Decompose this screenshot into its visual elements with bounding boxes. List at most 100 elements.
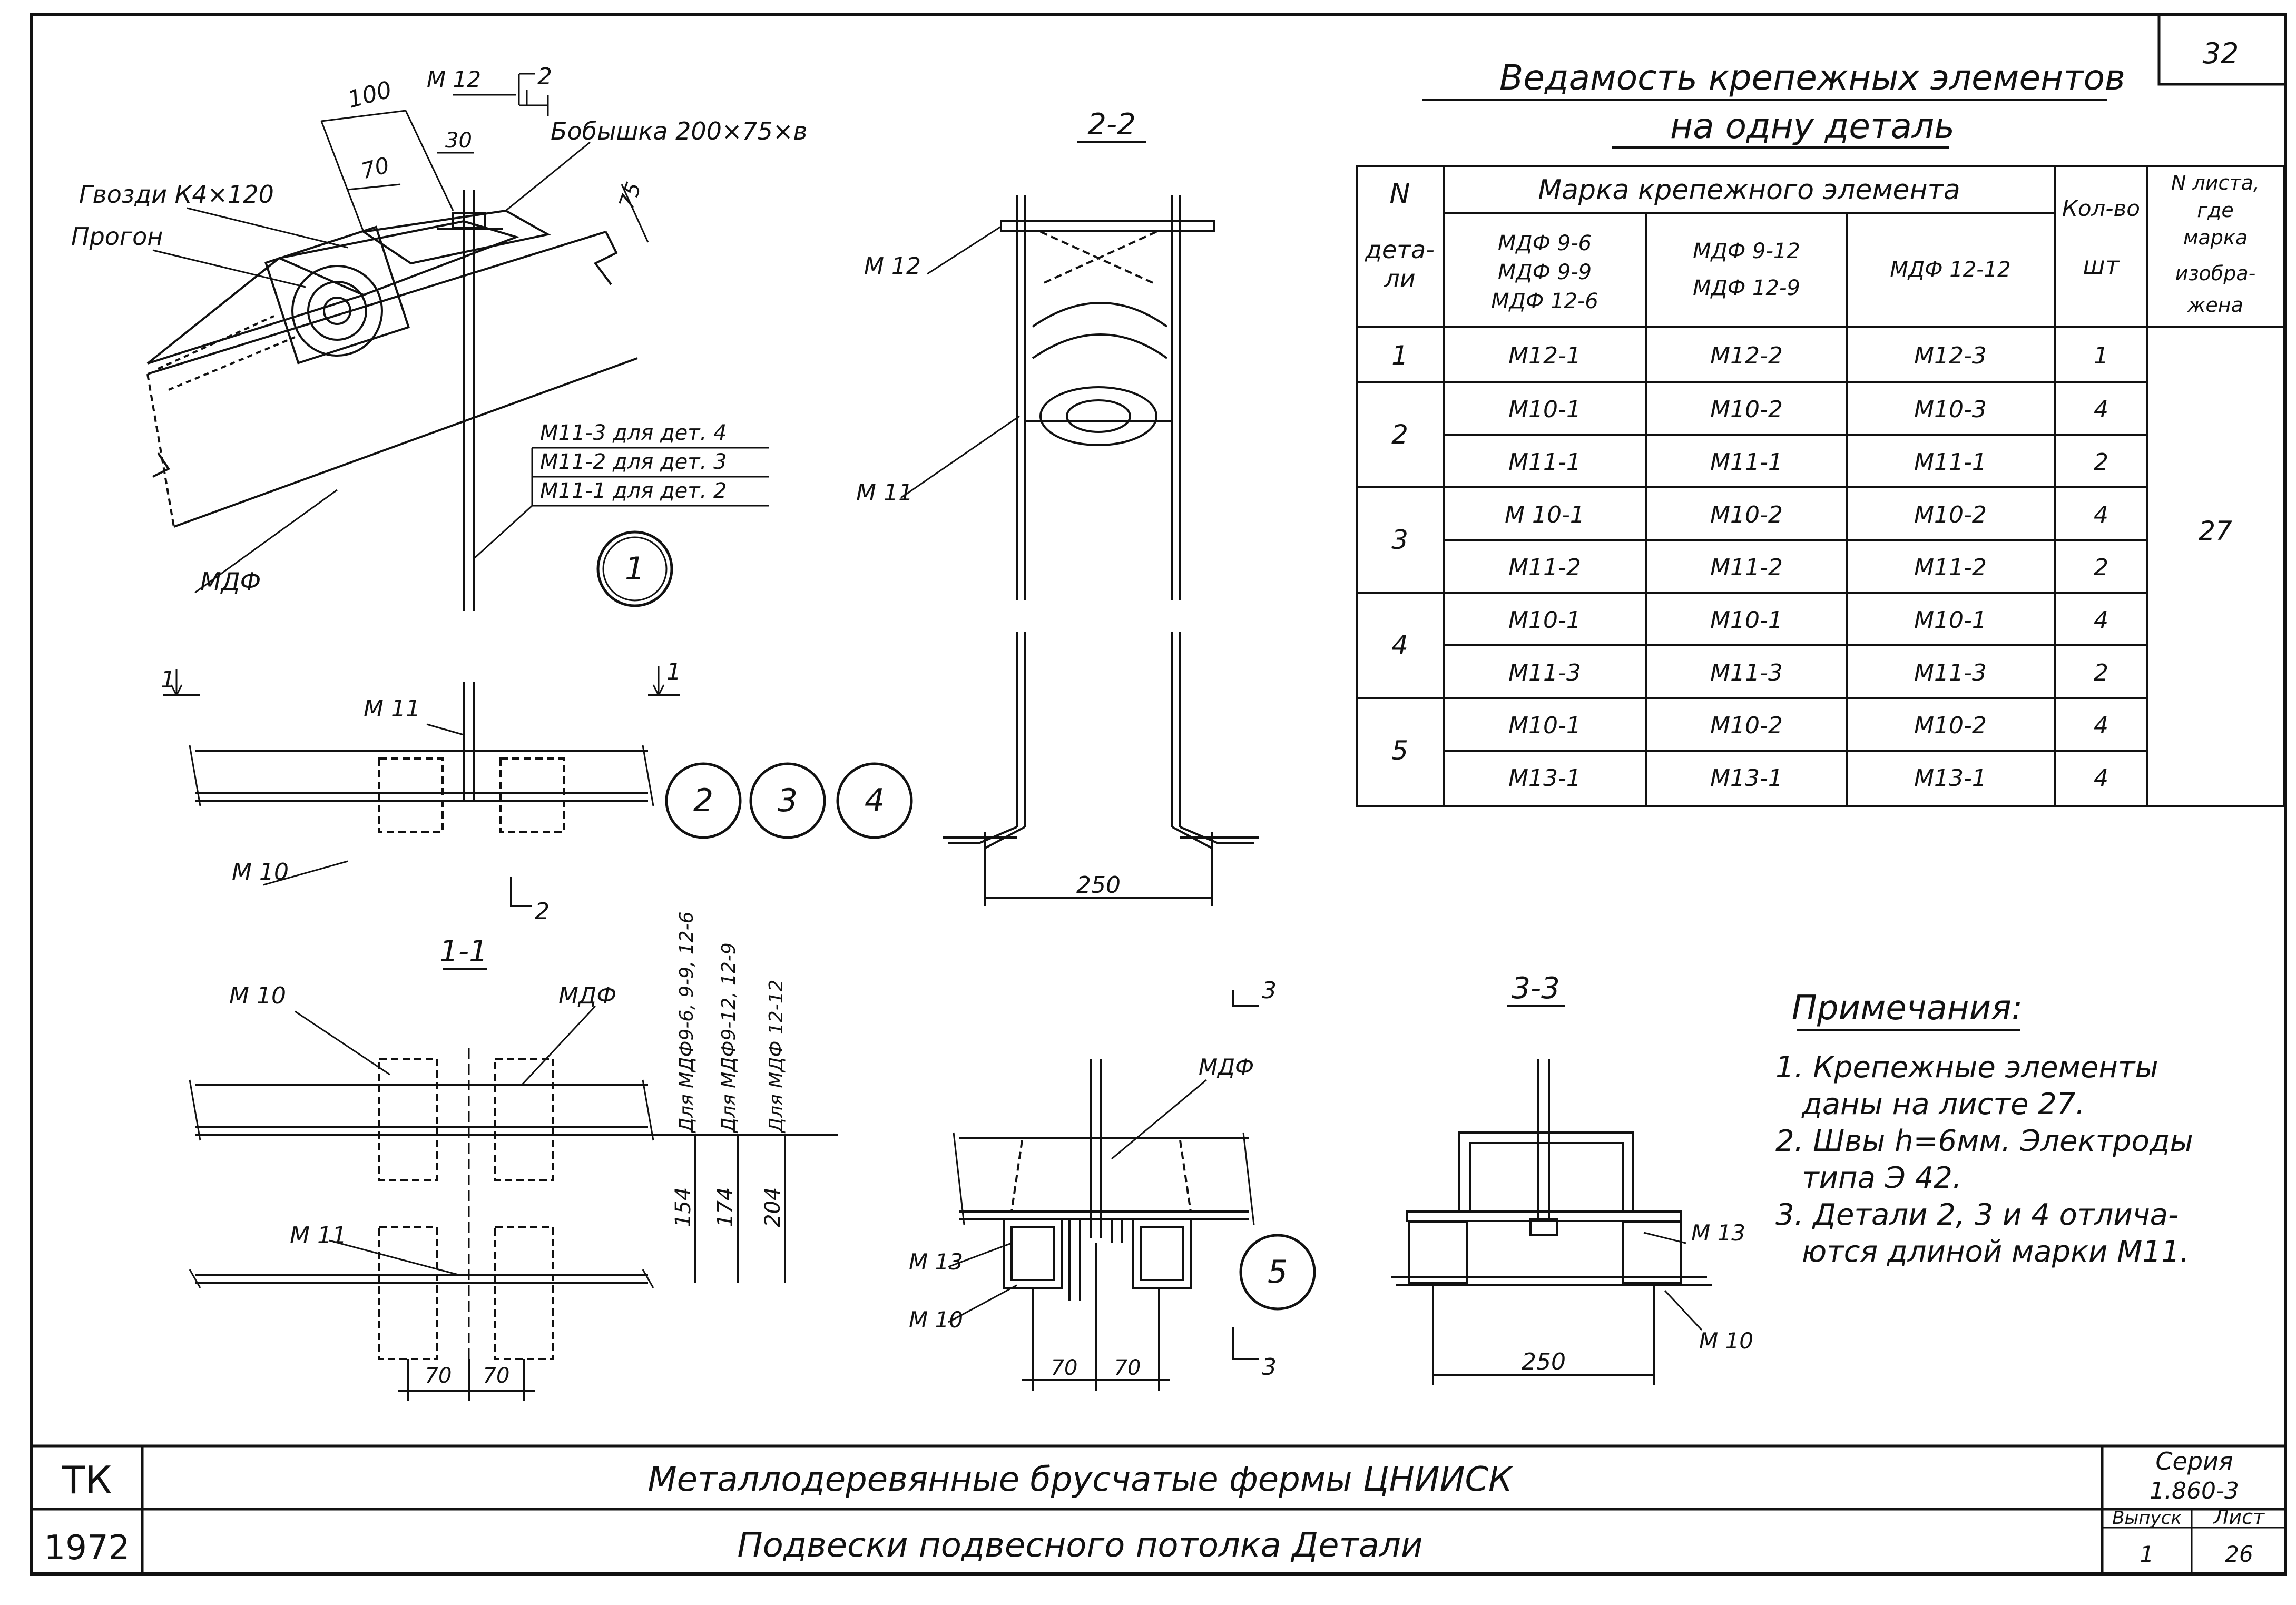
hdr-group2-1: МДФ 9-12 xyxy=(1693,239,1800,263)
detail-1-marker xyxy=(596,530,673,607)
cell-r3-c4: 2 xyxy=(2094,449,2108,476)
cell-r6-c2: М10-1 xyxy=(1710,607,1783,634)
cell-r9-c1: М13-1 xyxy=(1508,765,1581,792)
section-3-3: 3-3 М 13 М 10 250 xyxy=(1391,971,1753,1385)
hdr-group2-2: МДФ 12-9 xyxy=(1693,276,1800,300)
hdr-sheet-1: N листа, xyxy=(2171,171,2260,194)
cell-r6-c3: М10-1 xyxy=(1914,607,1987,634)
cell-r4-c4: 4 xyxy=(2094,501,2108,528)
tb-issue: 1 xyxy=(2140,1541,2154,1567)
v1-dim-100: 100 xyxy=(345,76,395,114)
cell-r1-c3: М12-3 xyxy=(1914,342,1987,369)
v1-m12: М 12 xyxy=(427,66,481,92)
hdr-sheet-5: жена xyxy=(2187,293,2243,317)
v1-dim-30: 30 xyxy=(445,129,472,153)
section-2-2: 2-2 М 12 xyxy=(856,107,1259,906)
note-line5: 3. Детали 2, 3 и 4 отлича- xyxy=(1775,1198,2179,1232)
schedule-title-line2: на одну деталь xyxy=(1670,106,1955,146)
hdr-sheet-3: марка xyxy=(2183,226,2248,249)
cell-r7-c3: М11-3 xyxy=(1914,659,1987,686)
cell-r9-c2: М13-1 xyxy=(1710,765,1783,792)
d5-cut-3-bottom: 3 xyxy=(1262,1354,1277,1381)
s11-mdf: МДФ xyxy=(558,982,616,1009)
s11-label-b: Для МДФ9-12, 12-9 xyxy=(718,942,740,1134)
s22-m11: М 11 xyxy=(856,479,913,506)
cell-r9-c3: М13-1 xyxy=(1914,765,1987,792)
cell-r8-c1: М10-1 xyxy=(1508,712,1581,739)
note-line1: 1. Крепежные элементы xyxy=(1775,1050,2158,1085)
cell-r7-c4: 2 xyxy=(2094,659,2108,686)
tb-code: ТК xyxy=(61,1458,112,1502)
cell-r3-c1: М11-1 xyxy=(1508,449,1581,476)
cell-r1-c2: М12-2 xyxy=(1710,342,1783,369)
s33-title: 3-3 xyxy=(1512,971,1559,1006)
view-1-elevation: 100 70 30 75 М 12 2 Бобышка 200×75×в Гво… xyxy=(71,63,808,611)
cell-r1-c4: 1 xyxy=(2094,342,2108,369)
hdr-n-3: ли xyxy=(1384,264,1415,293)
s33-dim-250: 250 xyxy=(1522,1348,1566,1375)
schedule-title-line1: Ведамость крепежных элементов xyxy=(1499,57,2125,98)
hdr-n-1: N xyxy=(1390,178,1410,210)
hdr-sheet-2: где xyxy=(2197,199,2234,222)
cell-r8-c2: М10-2 xyxy=(1710,712,1783,739)
title-block: ТК 1972 Металлодеревянные брусчатые ферм… xyxy=(32,1444,2285,1574)
hdr-mark: Марка крепежного элемента xyxy=(1538,174,1960,206)
tb-title2: Подвески подвесного потолка Детали xyxy=(738,1526,1423,1565)
v1-dim-70: 70 xyxy=(358,152,392,184)
cell-r2-c2: М10-2 xyxy=(1710,396,1783,423)
d5-mdf: МДФ xyxy=(1199,1054,1254,1080)
s33-m13: М 13 xyxy=(1691,1220,1745,1246)
plan-detail-2: 2 xyxy=(693,782,713,819)
notes: Примечания: 1. Крепежные элементы даны н… xyxy=(1775,989,2193,1269)
cell-r2-c1: М10-1 xyxy=(1508,396,1581,423)
d5-m10: М 10 xyxy=(909,1307,963,1333)
cell-r1-c1: М12-1 xyxy=(1508,342,1581,369)
cell-r2-c4: 4 xyxy=(2094,396,2108,423)
note-line4: типа Э 42. xyxy=(1802,1161,1962,1195)
tb-issue-label: Выпуск xyxy=(2112,1508,2182,1529)
tb-series: 1.860-3 xyxy=(2150,1478,2239,1504)
hdr-qty-1: Кол-во xyxy=(2062,195,2140,221)
fastener-schedule: Ведамость крепежных элементов на одну де… xyxy=(1356,57,2285,807)
d5-dim-70a: 70 xyxy=(1051,1356,1078,1380)
cell-r3-c3: М11-1 xyxy=(1914,449,1987,476)
cell-r5-c3: М11-2 xyxy=(1914,554,1987,581)
plan-detail-3: 3 xyxy=(778,782,798,819)
hdr-sheet-4: изобра- xyxy=(2175,262,2256,285)
plan-cut-2: 2 xyxy=(535,898,550,925)
cell-r8-c3: М10-2 xyxy=(1914,712,1987,739)
tb-sheet: 26 xyxy=(2225,1541,2253,1567)
hdr-group1-3: МДФ 12-6 xyxy=(1491,289,1598,313)
s11-dim-70b: 70 xyxy=(483,1364,510,1388)
detail-4: 4 xyxy=(1391,630,1408,661)
cell-r2-c3: М10-3 xyxy=(1914,396,1987,423)
cell-r7-c2: М11-3 xyxy=(1710,659,1783,686)
cell-r4-c2: М10-2 xyxy=(1710,501,1783,528)
plan-view: 1 1 М 11 М 10 2 2 3 4 xyxy=(161,658,913,925)
v1-purlin: Прогон xyxy=(71,222,163,251)
tb-series-label: Серия xyxy=(2155,1447,2233,1475)
v1-detail-no: 1 xyxy=(625,550,645,587)
hdr-group1-2: МДФ 9-9 xyxy=(1498,260,1592,284)
plan-detail-4: 4 xyxy=(865,782,885,819)
d5-detail-no: 5 xyxy=(1268,1254,1288,1291)
note-line3: 2. Швы h=6мм. Электроды xyxy=(1775,1124,2193,1158)
detail-4-marker xyxy=(836,762,913,839)
notes-title: Примечания: xyxy=(1792,989,2023,1028)
s22-dim-250: 250 xyxy=(1076,872,1121,899)
d5-cut-3-top: 3 xyxy=(1262,977,1277,1004)
detail-5: 5 xyxy=(1391,735,1408,766)
s11-title: 1-1 xyxy=(439,934,487,969)
s11-height-c: 204 xyxy=(761,1187,785,1227)
s11-label-a: Для МДФ9-6, 9-9, 12-6 xyxy=(676,912,698,1134)
tb-title1: Металлодеревянные брусчатые фермы ЦНИИСК xyxy=(647,1460,1514,1499)
cell-r5-c2: М11-2 xyxy=(1710,554,1783,581)
s11-dim-70a: 70 xyxy=(425,1364,452,1388)
detail-3: 3 xyxy=(1391,525,1408,555)
cell-r5-c4: 2 xyxy=(2094,554,2108,581)
tb-year: 1972 xyxy=(44,1529,130,1568)
v1-m11-1: М11-1 для дет. 2 xyxy=(540,479,727,503)
v1-cut-2: 2 xyxy=(537,63,552,90)
v1-nails: Гвозди К4×120 xyxy=(79,180,274,209)
